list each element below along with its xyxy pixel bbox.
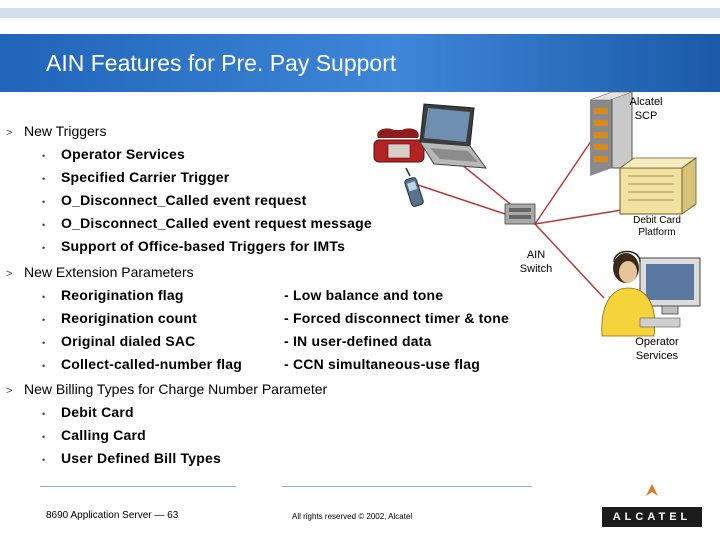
level1-marker: > [6, 127, 13, 139]
item-text: Original dialed SAC [61, 333, 196, 349]
list-item: • Specified Carrier Trigger [42, 169, 229, 185]
level1-marker: > [6, 268, 13, 280]
item-text: Reorigination flag [61, 287, 184, 303]
scp-label: Alcatel SCP [629, 96, 663, 122]
side-item: - IN user-defined data [284, 333, 432, 349]
item-text: Reorigination count [61, 310, 198, 326]
list-item: • O_Disconnect_Called event request messa… [42, 215, 372, 231]
mobile-phone-icon [404, 167, 424, 207]
item-text: Support of Office-based Triggers for IMT… [61, 238, 346, 254]
heading-text: New Billing Types for Charge Number Para… [24, 381, 328, 397]
footer-center-text: All rights reserved © 2002, Alcatel [292, 512, 413, 521]
ain-switch-icon [504, 203, 536, 225]
list-item: • Reorigination flag [42, 287, 184, 303]
footer-left-text: 8690 Application Server — 63 [46, 510, 179, 521]
side-item: - CCN simultaneous-use flag [284, 356, 480, 372]
list-item: • Support of Office-based Triggers for IM… [42, 238, 345, 254]
item-text: Calling Card [61, 427, 146, 443]
list-item: • Collect-called-number flag [42, 356, 242, 372]
bullet-icon: • [42, 455, 46, 465]
bullet-icon: • [42, 197, 46, 207]
item-text: Debit Card [61, 404, 134, 420]
side-item: - Forced disconnect timer & tone [284, 310, 509, 326]
bullet-icon: • [42, 338, 46, 348]
section-heading-extension-parameters: > New Extension Parameters [6, 264, 194, 280]
telephone-icon [373, 128, 425, 163]
operator-label: Operator Services [635, 336, 679, 362]
section-heading-new-triggers: > New Triggers [6, 123, 106, 139]
bullet-icon: • [42, 292, 46, 302]
footer-line-left [40, 486, 236, 487]
slide-title: AIN Features for Pre. Pay Support [46, 50, 397, 76]
list-item: • Debit Card [42, 404, 134, 420]
operator-services-icon [601, 250, 701, 337]
heading-text: New Extension Parameters [24, 264, 194, 280]
bullet-icon: • [42, 220, 46, 230]
list-item: • Reorigination count [42, 310, 197, 326]
scp-server-icon [589, 91, 633, 176]
list-item: • Operator Services [42, 146, 185, 162]
bullet-icon: • [42, 409, 46, 419]
bullet-icon: • [42, 151, 46, 161]
debit-card-platform-icon [618, 157, 698, 215]
list-item: • Calling Card [42, 427, 146, 443]
section-heading-billing-types: > New Billing Types for Charge Number Par… [6, 381, 327, 397]
top-accent-bar [0, 8, 720, 18]
list-item: • Original dialed SAC [42, 333, 196, 349]
bullet-icon: • [42, 174, 46, 184]
laptop-icon [419, 103, 488, 169]
list-item: • O_Disconnect_Called event request [42, 192, 306, 208]
item-text: O_Disconnect_Called event request [61, 192, 307, 208]
bullet-icon: • [42, 432, 46, 442]
ain-switch-label: AIN Switch [519, 249, 553, 275]
bullet-icon: • [42, 361, 46, 371]
heading-text: New Triggers [24, 123, 107, 139]
footer-line-center [282, 486, 532, 487]
bullet-icon: • [42, 315, 46, 325]
item-text: Collect-called-number flag [61, 356, 243, 372]
alcatel-logo-text: ALCATEL [612, 511, 692, 523]
title-bar: AIN Features for Pre. Pay Support [0, 34, 720, 92]
bullet-icon: • [42, 243, 46, 253]
level1-marker: > [6, 385, 13, 397]
list-item: • User Defined Bill Types [42, 450, 221, 466]
item-text: Specified Carrier Trigger [61, 169, 230, 185]
item-text: User Defined Bill Types [61, 450, 221, 466]
alcatel-logo [602, 484, 702, 527]
debit-platform-label: Debit Card Platform [633, 215, 681, 238]
side-item: - Low balance and tone [284, 287, 444, 303]
item-text: Operator Services [61, 146, 186, 162]
item-text: O_Disconnect_Called event request messag… [61, 215, 372, 231]
